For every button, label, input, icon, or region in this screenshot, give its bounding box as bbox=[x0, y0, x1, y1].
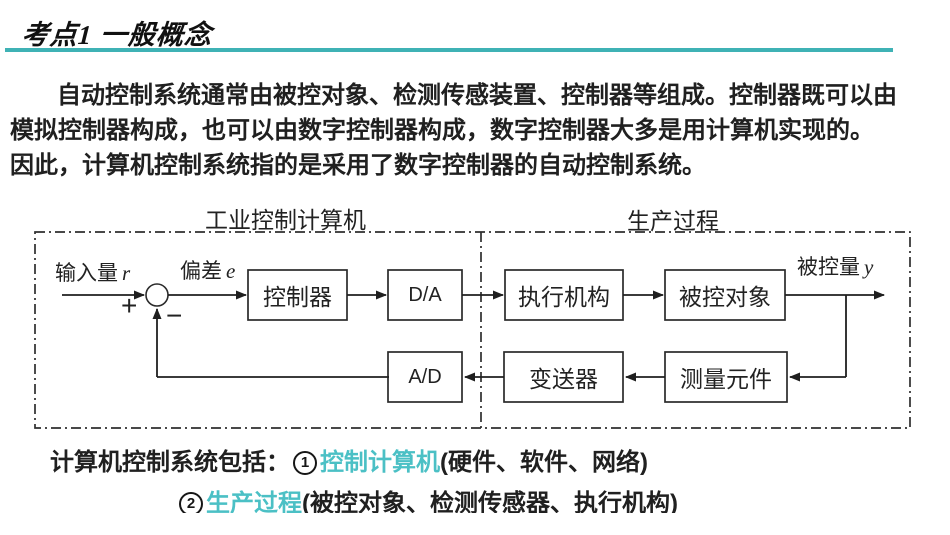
intro-line-1: 自动控制系统通常由被控对象、检测传感装置、控制器等组成。控制器既可以由 bbox=[57, 82, 897, 109]
summary-line-1-prefix: 计算机控制系统包括： bbox=[50, 449, 290, 476]
summary-line-2: 2 生产过程 (被控对象、检测传感器、执行机构) bbox=[176, 489, 736, 513]
block-actuator-label: 执行机构 bbox=[518, 284, 610, 310]
output-variable: y bbox=[864, 255, 874, 279]
section-label-industrial-computer: 工业控制计算机 bbox=[205, 207, 366, 233]
intro-paragraph: 自动控制系统通常由被控对象、检测传感装置、控制器等组成。控制器既可以由 模拟控制… bbox=[10, 78, 940, 183]
error-variable: e bbox=[226, 259, 236, 283]
minus-sign: − bbox=[166, 300, 183, 331]
summing-junction-circle bbox=[145, 283, 169, 307]
summary-line-1-highlight: 控制计算机 bbox=[320, 449, 440, 476]
plant-box bbox=[664, 269, 786, 321]
block-da-label: D/A bbox=[408, 283, 442, 306]
summary-line-2-clip: 2 生产过程 (被控对象、检测传感器、执行机构) bbox=[176, 489, 736, 513]
dashdot-frame bbox=[34, 231, 911, 429]
block-plant-label: 被控对象 bbox=[679, 284, 771, 310]
summary-line-1: 计算机控制系统包括： 1 控制计算机 (硬件、软件、网络) bbox=[50, 448, 648, 478]
summary-line-2-highlight: 生产过程 bbox=[206, 490, 302, 513]
circled-number-1: 1 bbox=[293, 451, 317, 475]
summary-line-2-suffix: (被控对象、检测传感器、执行机构) bbox=[302, 490, 678, 513]
signal-lines bbox=[62, 290, 885, 382]
plus-sign: + bbox=[121, 290, 138, 321]
summary-line-1-suffix: (硬件、软件、网络) bbox=[440, 449, 648, 476]
output-signal-text: 被控量 bbox=[797, 256, 860, 279]
actuator-box bbox=[504, 269, 624, 321]
input-variable: r bbox=[122, 261, 131, 285]
input-signal-text: 输入量 bbox=[55, 262, 118, 285]
error-signal-text: 偏差 bbox=[180, 260, 222, 283]
block-transmitter-label: 变送器 bbox=[529, 366, 598, 392]
block-ad-label: A/D bbox=[408, 365, 442, 388]
circled-number-2: 2 bbox=[179, 492, 203, 513]
intro-line-2: 模拟控制器构成，也可以由数字控制器构成，数字控制器大多是用计算机实现的。 bbox=[10, 117, 874, 144]
block-sensor-label: 测量元件 bbox=[680, 366, 772, 392]
block-controller-label: 控制器 bbox=[263, 284, 332, 310]
sensor-box bbox=[664, 351, 788, 403]
ad-converter-box bbox=[387, 351, 463, 403]
intro-line-3: 因此，计算机控制系统指的是采用了数字控制器的自动控制系统。 bbox=[10, 152, 706, 179]
transmitter-box bbox=[503, 351, 624, 403]
title-underline bbox=[5, 48, 893, 52]
section-label-production-process: 生产过程 bbox=[627, 208, 719, 234]
